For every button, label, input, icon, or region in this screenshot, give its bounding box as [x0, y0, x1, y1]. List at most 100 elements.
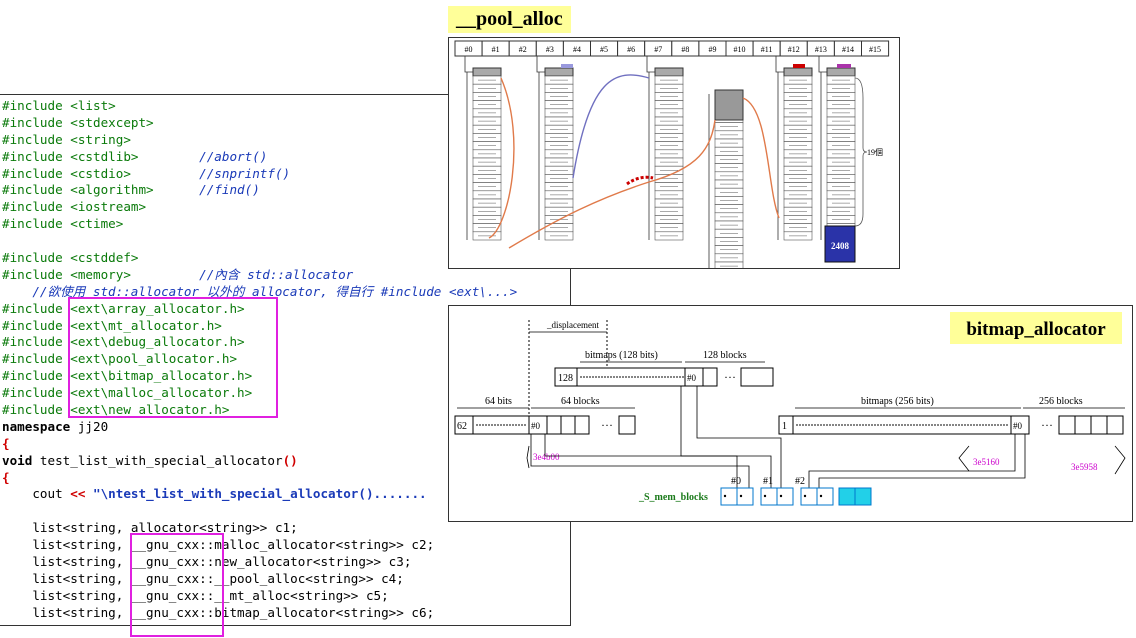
- code-line: #include <cstdio> //snprintf(): [2, 166, 517, 183]
- block64-c: [574, 415, 590, 435]
- freelist-slot-label: #9: [708, 45, 716, 54]
- mem-block-2b: [816, 487, 834, 506]
- freelist-slot-label: #6: [627, 45, 635, 54]
- code-token: #include <cstdlib>: [2, 148, 139, 164]
- code-line: #include <ext\bitmap_allocator.h>: [2, 368, 517, 385]
- chunk-marker-red: [793, 64, 805, 68]
- mem-dot: [819, 494, 823, 498]
- code-token: #include <ext\malloc_allocator.h>: [2, 385, 253, 401]
- bitmap-title-bg: [950, 312, 1122, 344]
- ellipsis256: ···: [1041, 418, 1053, 432]
- freelist-slot-label: #12: [788, 45, 800, 54]
- chunk-used: [714, 89, 744, 121]
- code-token: list<string, __gnu_cxx::__pool_alloc<str…: [2, 570, 404, 586]
- code-token: //內含 std::allocator: [130, 266, 354, 282]
- code-line: #include <string>: [2, 132, 517, 149]
- n62-label: 62: [457, 421, 467, 432]
- code-token: list<string, allocator<string>> c1;: [2, 520, 298, 536]
- block64-a: [546, 415, 562, 435]
- code-token: <<: [70, 486, 86, 502]
- code-token: cout: [2, 486, 71, 502]
- code-token: namespace: [2, 418, 71, 434]
- code-token: list<string, __gnu_cxx::bitmap_allocator…: [2, 604, 435, 620]
- code-token: #include <stdexcept>: [2, 114, 154, 130]
- memory-block: [824, 225, 856, 263]
- addr-label-3: 3e5958: [1071, 462, 1098, 472]
- code-token: #include <ctime>: [2, 216, 124, 232]
- code-line: #include <list>: [2, 98, 517, 115]
- code-line: {: [2, 436, 517, 453]
- code-token: #include <cstdio>: [2, 165, 131, 181]
- code-line: #include <ext\mt_allocator.h>: [2, 318, 517, 335]
- zero64-label: #0: [531, 421, 541, 431]
- mem-block-0b: [736, 487, 754, 506]
- idx1-label: #1: [763, 476, 773, 487]
- code-line: list<string, __gnu_cxx::new_allocator<st…: [2, 554, 517, 571]
- code-line: #include <ext\debug_allocator.h>: [2, 334, 517, 351]
- n1-label: 1: [782, 421, 787, 432]
- mem-dot: [723, 494, 727, 498]
- link-curve-red: [626, 175, 654, 186]
- code-token: jj20: [70, 418, 109, 434]
- freelist-slot-label: #14: [842, 45, 854, 54]
- code-token: #include <memory>: [2, 266, 131, 282]
- pool-alloc-title: __pool_alloc: [448, 6, 571, 33]
- mem-blocks: [720, 487, 872, 506]
- code-token: #include <ext\debug_allocator.h>: [2, 334, 245, 350]
- pointer-lines: [526, 386, 1126, 488]
- count-brace: [854, 77, 868, 227]
- freelist-slot-label: #0: [465, 45, 473, 54]
- freelist-slot-label: #1: [492, 45, 500, 54]
- slot-pointer: [646, 56, 655, 73]
- mem-dot: [779, 494, 783, 498]
- code-token: {: [2, 469, 10, 485]
- code-token: #include <iostream>: [2, 199, 147, 215]
- code-token: #include <ext\bitmap_allocator.h>: [2, 368, 253, 384]
- mem-block-2a: [800, 487, 818, 506]
- code-line: list<string, __gnu_cxx::__pool_alloc<str…: [2, 571, 517, 588]
- code-line: #include <memory> //內含 std::allocator: [2, 267, 517, 284]
- freelist-slot-label: #2: [519, 45, 527, 54]
- pool-alloc-svg: #0#1#2#3#4#5#6#7#8#9#10#11#12#13#14#1519…: [454, 40, 890, 287]
- ellipsis128: ···: [724, 370, 736, 384]
- mem-blocks-label: _S_mem_blocks: [638, 492, 708, 503]
- chunk-head: [654, 67, 684, 77]
- slot-pointer: [464, 56, 473, 73]
- slot-pointer: [818, 56, 827, 73]
- bitmaps128-label: bitmaps (128 bits): [585, 350, 658, 361]
- code-line: #include <ext\malloc_allocator.h>: [2, 385, 517, 402]
- chunk-head: [826, 67, 856, 77]
- code-token: [2, 233, 10, 248]
- freelist-slot-label: #13: [815, 45, 827, 54]
- ext-includes-highlight: [68, 297, 278, 418]
- freelist-slot-label: #4: [573, 45, 581, 54]
- code-token: "\ntest_list_with_special_allocator()...…: [85, 486, 427, 502]
- freelist-slot-label: #8: [681, 45, 689, 54]
- mem-block-1a: [760, 487, 778, 506]
- code-token: list<string, __gnu_cxx::__mt_alloc<strin…: [2, 587, 389, 603]
- code-line: #include <stdexcept>: [2, 115, 517, 132]
- code-line: #include <ext\array_allocator.h>: [2, 301, 517, 318]
- block128-cell: [702, 367, 718, 387]
- block64-last: [618, 415, 636, 435]
- code-token: #include <string>: [2, 131, 131, 147]
- chunk-head: [544, 67, 574, 77]
- blocks128-label: 128 blocks: [703, 350, 747, 361]
- code-line: list<string, __gnu_cxx::__mt_alloc<strin…: [2, 588, 517, 605]
- gnu-cxx-highlight: [130, 533, 224, 637]
- code-line: void test_list_with_special_allocator(): [2, 453, 517, 470]
- mem-dot: [803, 494, 807, 498]
- ellipsis64: ···: [601, 418, 613, 432]
- chunk-head: [472, 67, 502, 77]
- code-line: #include <algorithm> //find(): [2, 182, 517, 199]
- code-token: #include <list>: [2, 98, 116, 113]
- code-listing: #include <list>#include <stdexcept>#incl…: [2, 98, 517, 622]
- blocks64-label: 64 blocks: [561, 396, 600, 407]
- code-line: #include <iostream>: [2, 199, 517, 216]
- idx0-label: #0: [731, 476, 741, 487]
- mem-dot: [763, 494, 767, 498]
- n128-label: 128: [558, 373, 573, 384]
- code-token: #include <ext\pool_allocator.h>: [2, 351, 238, 367]
- mem-dot: [739, 494, 743, 498]
